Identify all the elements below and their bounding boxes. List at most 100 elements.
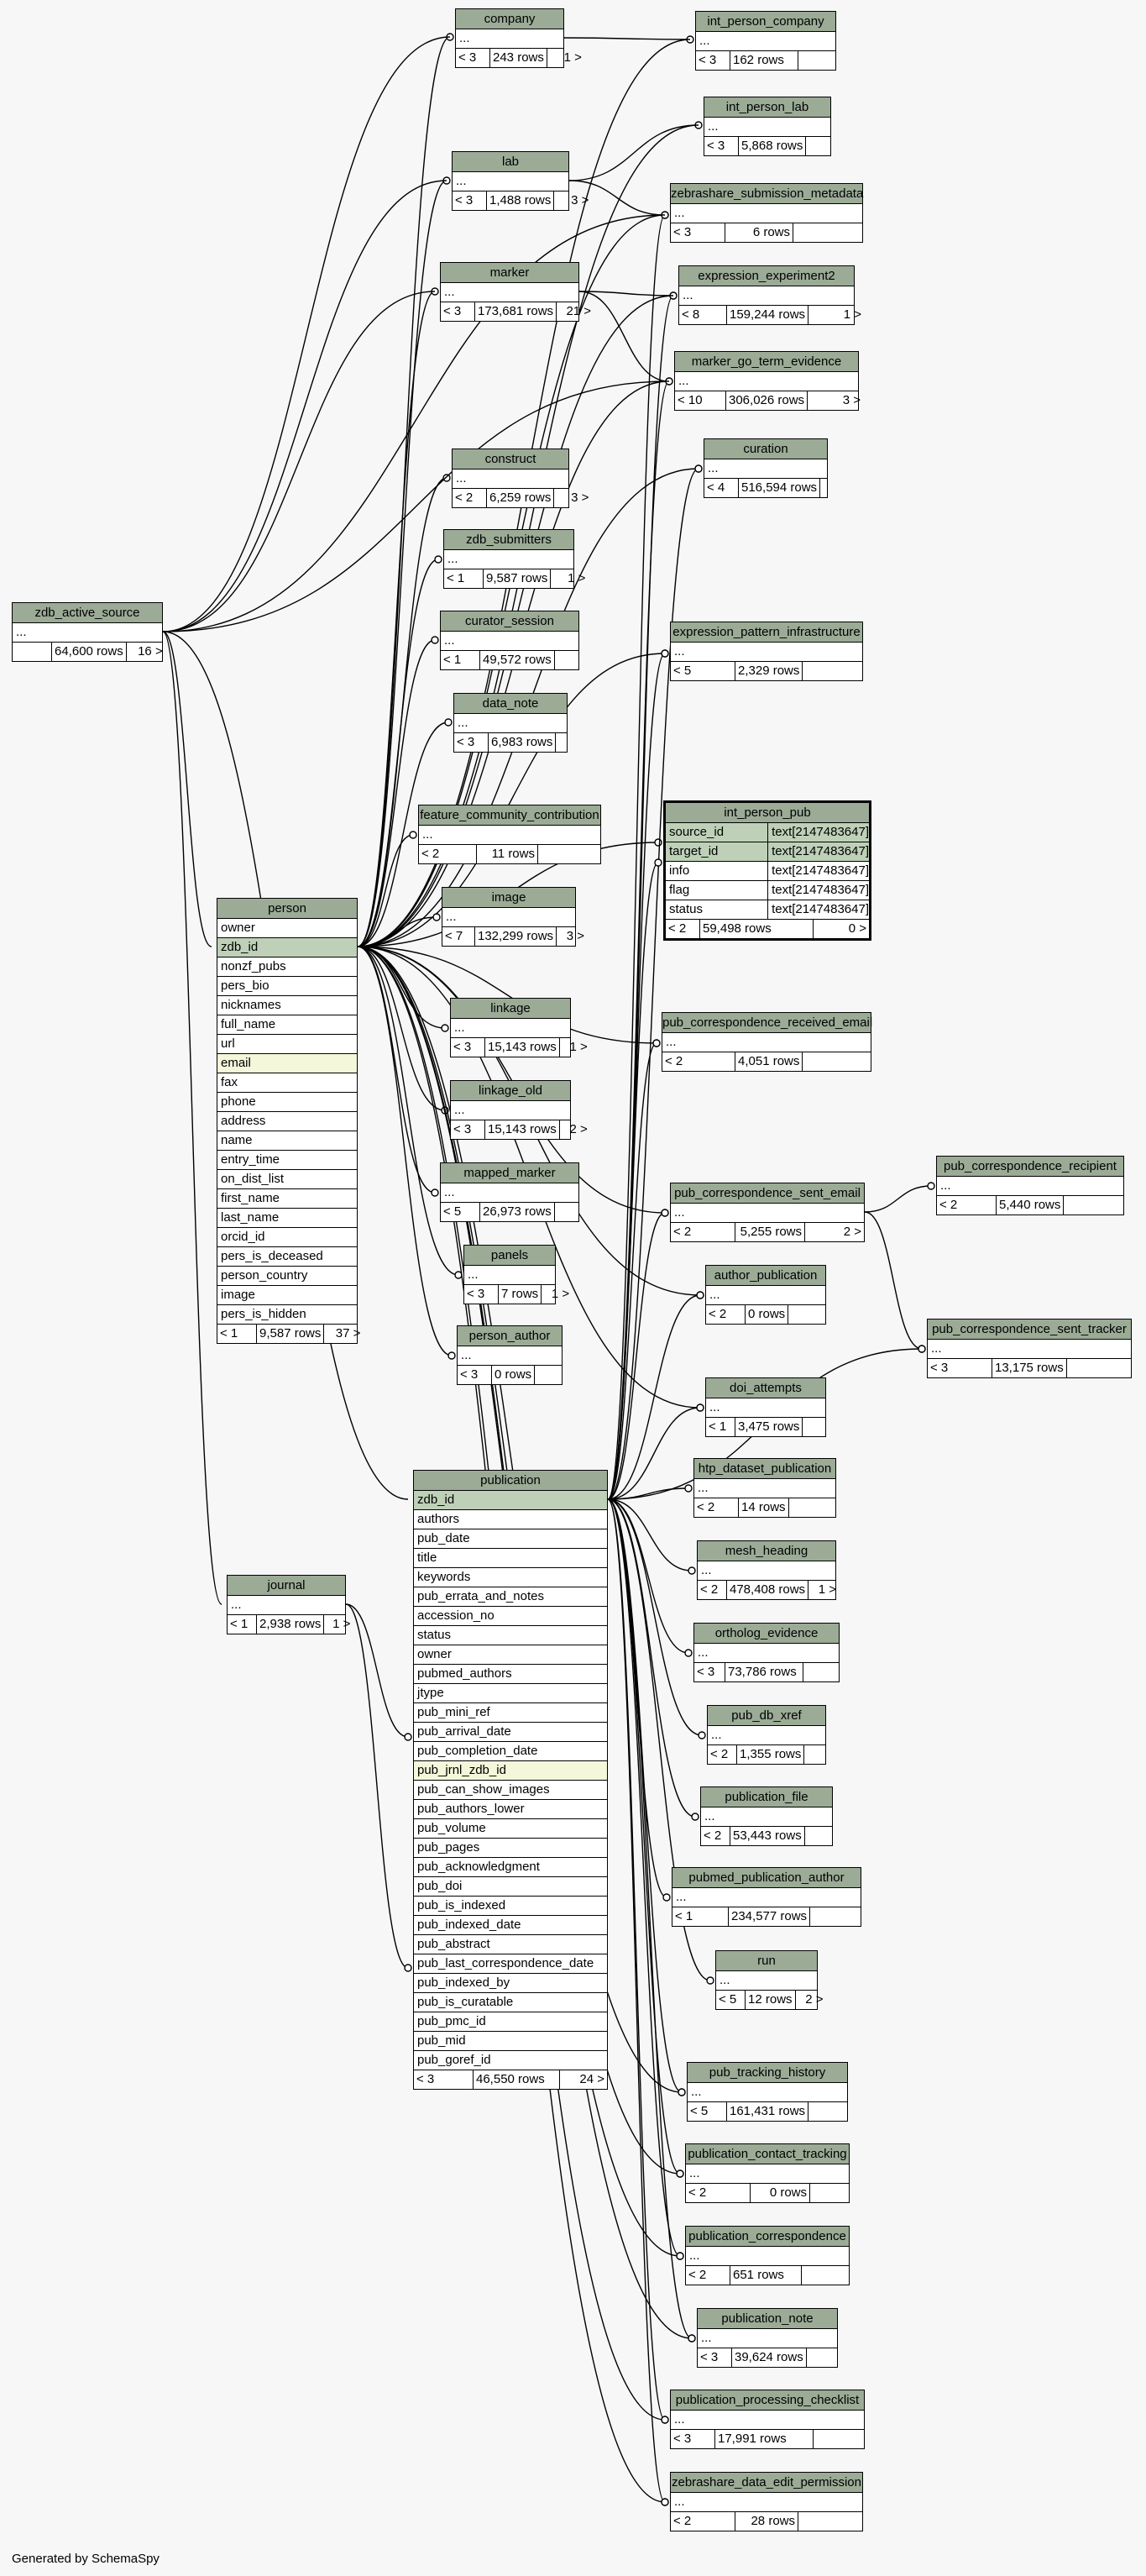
relationship-edge — [357, 639, 436, 947]
column-address: address — [217, 1112, 357, 1131]
column-ellipsis: ... — [451, 1101, 570, 1120]
relationship-endpoint — [684, 1484, 693, 1493]
relationship-endpoint — [684, 1649, 693, 1657]
relationship-endpoint — [432, 913, 441, 921]
column-ellipsis: ... — [441, 1183, 578, 1203]
table-publication[interactable]: publication zdb_id authors pub_date titl… — [413, 1470, 608, 2090]
table-header: int_person_pub — [666, 803, 869, 823]
relationship-edge — [578, 291, 674, 296]
relationship-edge — [607, 1487, 689, 1500]
column-ellipsis: ... — [675, 372, 858, 391]
column-ellipsis: ... — [688, 2083, 847, 2102]
table-publication-processing-checklist[interactable]: publication_processing_checklist ... < 3… — [670, 2390, 865, 2449]
table-pub-correspondence-received-email[interactable]: pub_correspondence_received_email ... < … — [662, 1012, 872, 1072]
column-ellipsis: ... — [698, 1561, 835, 1581]
column-pub-acknowledgment: pub_acknowledgment — [414, 1858, 607, 1877]
column-authors: authors — [414, 1510, 607, 1529]
table-header: person — [217, 899, 357, 919]
relationship-endpoint — [654, 838, 662, 847]
relationship-edge — [357, 946, 446, 1111]
column-phone: phone — [217, 1093, 357, 1112]
relationship-endpoint — [696, 1403, 704, 1412]
relationship-endpoint — [678, 2088, 686, 2096]
relationship-edge — [607, 1498, 683, 2093]
relationship-edge — [607, 1498, 666, 2503]
relationship-edge — [607, 1042, 657, 1500]
relationship-edge — [357, 916, 437, 947]
relationship-edge — [162, 180, 447, 632]
column-ellipsis: ... — [698, 2329, 837, 2348]
relationship-edge — [568, 124, 699, 181]
table-header: person_author — [458, 1326, 562, 1346]
table-header: pub_db_xref — [708, 1706, 825, 1726]
column-ellipsis: ... — [456, 29, 563, 49]
column-owner: owner — [217, 919, 357, 938]
table-person[interactable]: person owner zdb_id nonzf_pubs pers_bio … — [217, 898, 360, 1344]
column-pub-arrival-date: pub_arrival_date — [414, 1723, 607, 1742]
column-pub-authors-lower: pub_authors_lower — [414, 1800, 607, 1819]
relationship-endpoint — [676, 2169, 684, 2178]
relationship-endpoint — [676, 2252, 684, 2260]
column-ellipsis: ... — [442, 908, 575, 927]
relationship-endpoint — [694, 464, 703, 473]
relationship-endpoint — [698, 1731, 706, 1739]
column-person-country: person_country — [217, 1267, 357, 1286]
column-zdb-id: zdb_id — [217, 938, 357, 957]
relationship-edge — [607, 1498, 711, 1981]
column-fax: fax — [217, 1073, 357, 1093]
table-expression-pattern-infrastructure[interactable]: expression_pattern_infrastructure ... < … — [670, 622, 863, 681]
relationship-edge — [162, 631, 222, 1605]
